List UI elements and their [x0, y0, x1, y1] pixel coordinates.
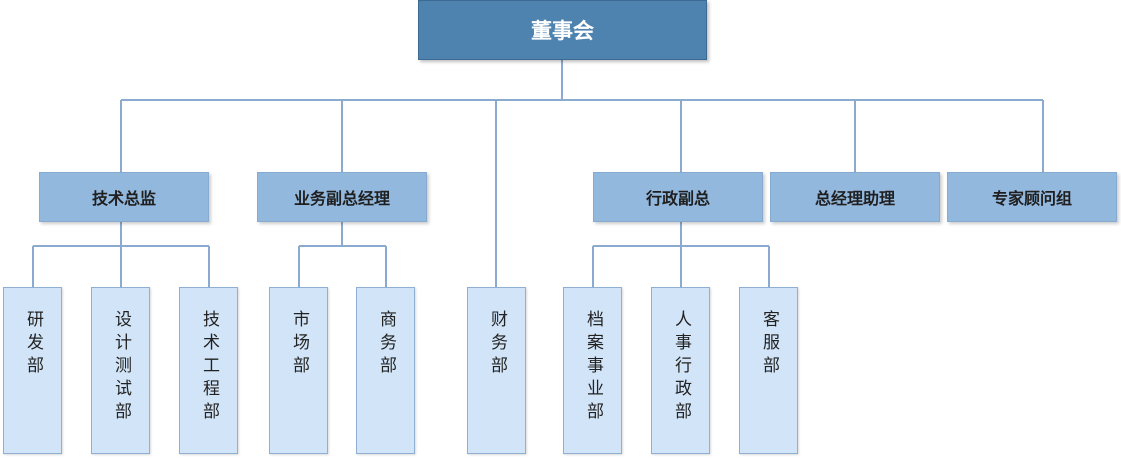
- archives-dept-label: 档案事业部: [583, 310, 603, 425]
- finance-dept-label: 财务部: [487, 310, 507, 379]
- archives-dept-node: 档案事业部: [563, 287, 622, 454]
- customer-service-dept-label: 客服部: [759, 310, 779, 379]
- market-dept-node: 市场部: [269, 287, 328, 454]
- admin-vp-node: 行政副总: [593, 172, 763, 222]
- design-test-dept-label: 设计测试部: [111, 310, 131, 425]
- board-of-directors-node: 董事会: [418, 0, 707, 60]
- tech-director-node: 技术总监: [39, 172, 209, 222]
- business-vp-node: 业务副总经理: [257, 172, 427, 222]
- commerce-dept-node: 商务部: [356, 287, 415, 454]
- gm-assistant-node: 总经理助理: [770, 172, 940, 222]
- design-test-dept-node: 设计测试部: [91, 287, 150, 454]
- tech-eng-dept-node: 技术工程部: [179, 287, 238, 454]
- rnd-dept-node: 研发部: [3, 287, 62, 454]
- tech-eng-dept-label: 技术工程部: [199, 310, 219, 425]
- market-dept-label: 市场部: [289, 310, 309, 379]
- rnd-dept-label: 研发部: [23, 310, 43, 379]
- expert-group-node: 专家顾问组: [947, 172, 1117, 222]
- hr-admin-dept-label: 人事行政部: [671, 310, 691, 425]
- commerce-dept-label: 商务部: [376, 310, 396, 379]
- finance-dept-node: 财务部: [467, 287, 526, 454]
- hr-admin-dept-node: 人事行政部: [651, 287, 710, 454]
- customer-service-dept-node: 客服部: [739, 287, 798, 454]
